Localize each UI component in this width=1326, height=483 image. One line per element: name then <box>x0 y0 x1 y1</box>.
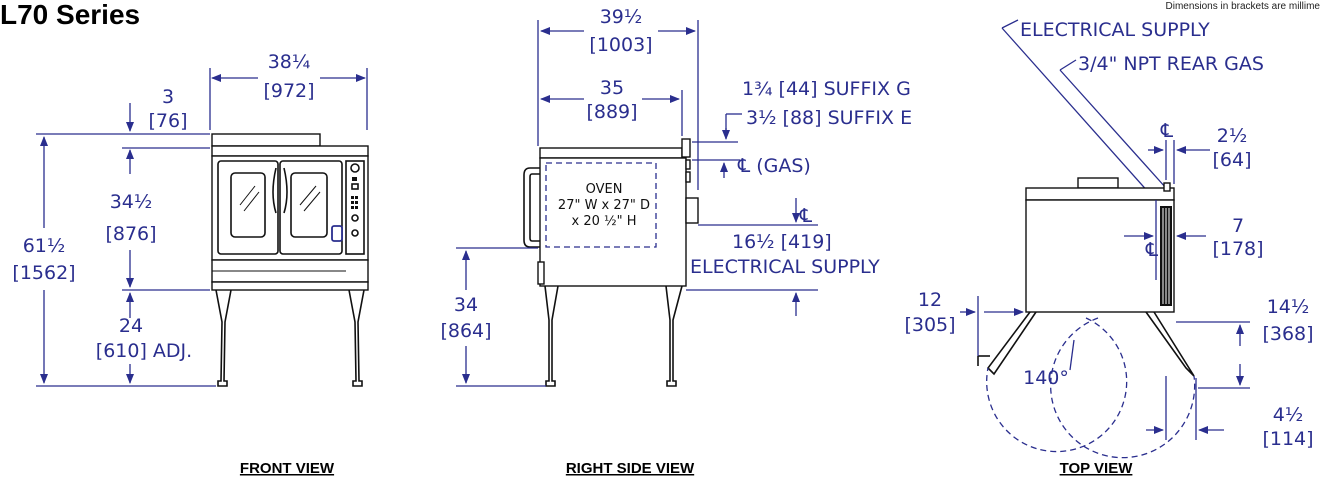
door-depth-mm: [368] <box>1262 323 1313 345</box>
electrical-supply-leader-tick <box>1001 19 1019 29</box>
side-centerline-symbol: ℄ <box>1145 239 1159 261</box>
top-offset-mm: [64] <box>1212 149 1251 171</box>
gas-leader-tick <box>1059 59 1077 71</box>
door-depth-inches: 14½ <box>1267 296 1310 318</box>
side-oven-drawing <box>523 138 699 387</box>
top-view-caption: TOP VIEW <box>1060 460 1134 477</box>
top-oven-drawing <box>977 177 1195 377</box>
front-view: 38¼ [972] 3 [76] 34½ [876] 61½ [1562] 24… <box>12 51 369 477</box>
top-electrical-supply-label: ELECTRICAL SUPPLY <box>1020 19 1210 41</box>
front-oven-drawing <box>211 133 369 387</box>
front-view-caption: FRONT VIEW <box>240 460 335 477</box>
bottom-offset-inches: 4½ <box>1273 404 1304 426</box>
front-width-inches: 38¼ <box>268 51 311 73</box>
gas-leader <box>1059 69 1167 189</box>
swing-angle-leader <box>1069 339 1075 371</box>
electrical-supply-leader <box>1001 27 1151 195</box>
bottom-offset-mm: [114] <box>1262 428 1313 450</box>
front-legs-inches: 24 <box>119 315 143 337</box>
electrical-supply-label: ELECTRICAL SUPPLY <box>690 256 880 278</box>
page-title: L70 Series <box>0 0 140 30</box>
left-door-swing-arc <box>986 317 1128 453</box>
side-body-inches: 35 <box>600 77 624 99</box>
right-door-swing-arc <box>1050 317 1196 459</box>
front-total-inches: 61½ <box>23 235 66 257</box>
top-view: ELECTRICAL SUPPLY 3/4" NPT REAR GAS 140° <box>904 19 1313 477</box>
side-view-caption: RIGHT SIDE VIEW <box>566 460 695 477</box>
rear-gas-label: 3/4" NPT REAR GAS <box>1078 53 1264 75</box>
oven-size-line3: x 20 ½" H <box>572 214 637 229</box>
front-top-inches: 3 <box>162 86 174 108</box>
side-depth-inches: 39½ <box>600 6 643 28</box>
top-centerline-symbol: ℄ <box>1160 120 1174 142</box>
dimension-note: Dimensions in brackets are millime <box>1166 1 1321 12</box>
oven-size-line1: OVEN <box>586 182 623 197</box>
suffix-e-dimension: 3½ [88] SUFFIX E <box>746 107 912 129</box>
front-top-mm: [76] <box>148 110 187 132</box>
floor-height-inches: 34 <box>454 294 478 316</box>
electrical-centerline-symbol: ℄ <box>799 205 813 227</box>
floor-height-mm: [864] <box>440 320 491 342</box>
front-width-mm: [972] <box>263 80 314 102</box>
oven-size-line2: 27" W x 27" D <box>558 198 650 213</box>
front-total-mm: [1562] <box>12 262 75 284</box>
gas-centerline-label: ℄ (GAS) <box>737 155 811 177</box>
door-swing-angle: 140° <box>1023 367 1069 389</box>
side-depth-mm: [1003] <box>589 34 652 56</box>
clearance-mm: [305] <box>904 314 955 336</box>
side-width-mm: [178] <box>1212 238 1263 260</box>
front-legs-mm: [610] ADJ. <box>96 340 192 362</box>
side-view: OVEN 27" W x 27" D x 20 ½" H 39½ [1003] … <box>440 6 912 477</box>
front-body-mm: [876] <box>105 223 156 245</box>
suffix-g-dimension: 1¾ [44] SUFFIX G <box>742 78 911 100</box>
oven-cavity-outline <box>545 162 657 248</box>
side-body-mm: [889] <box>586 101 637 123</box>
top-offset-inches: 2½ <box>1217 125 1248 147</box>
electrical-height-dimension: 16½ [419] <box>732 231 832 253</box>
clearance-inches: 12 <box>918 289 942 311</box>
front-body-inches: 34½ <box>110 191 153 213</box>
side-width-inches: 7 <box>1232 215 1244 237</box>
